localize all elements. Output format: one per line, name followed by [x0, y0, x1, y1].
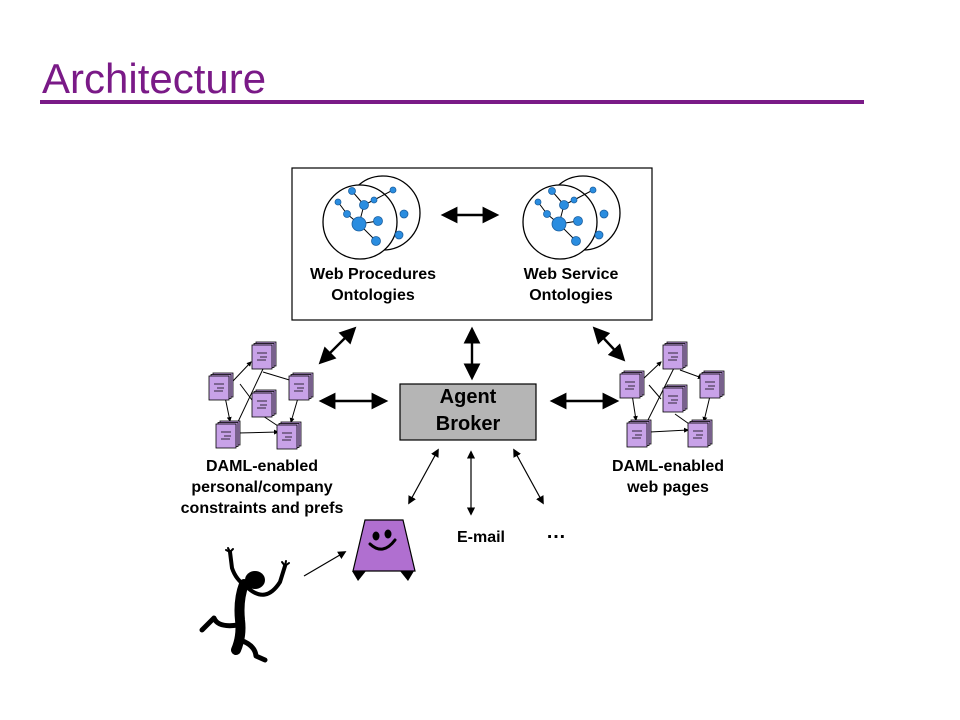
title-underline: [40, 100, 864, 104]
other-broker-arrow: [513, 448, 544, 505]
ontology-graph-icon: [322, 175, 421, 260]
smiley-agent-icon: [352, 519, 416, 581]
webpages-ontology-arrow: [592, 326, 626, 362]
user-agent-arrow: [303, 551, 347, 577]
stick-figure-user-icon: [199, 547, 290, 663]
personal-prefs-label: DAML-enabled personal/company constraint…: [180, 458, 344, 517]
document-network-icon: [619, 341, 725, 448]
agent-broker-arrow: [408, 448, 439, 505]
agent-broker-label: Agent Broker: [435, 386, 501, 435]
slide-title: Architecture: [42, 55, 267, 102]
document-network-icon: [208, 341, 314, 450]
ellipsis-label: …: [546, 521, 566, 543]
web-pages-label: DAML-enabled web pages: [612, 458, 724, 496]
email-label: E-mail: [456, 529, 505, 546]
agent-broker-box: [399, 383, 537, 441]
web-procedures-label: Web Procedures Ontologies: [310, 266, 436, 304]
ontology-graph-icon: [522, 175, 621, 260]
prefs-ontology-arrow: [318, 326, 357, 365]
web-service-label: Web Service Ontologies: [523, 266, 619, 304]
